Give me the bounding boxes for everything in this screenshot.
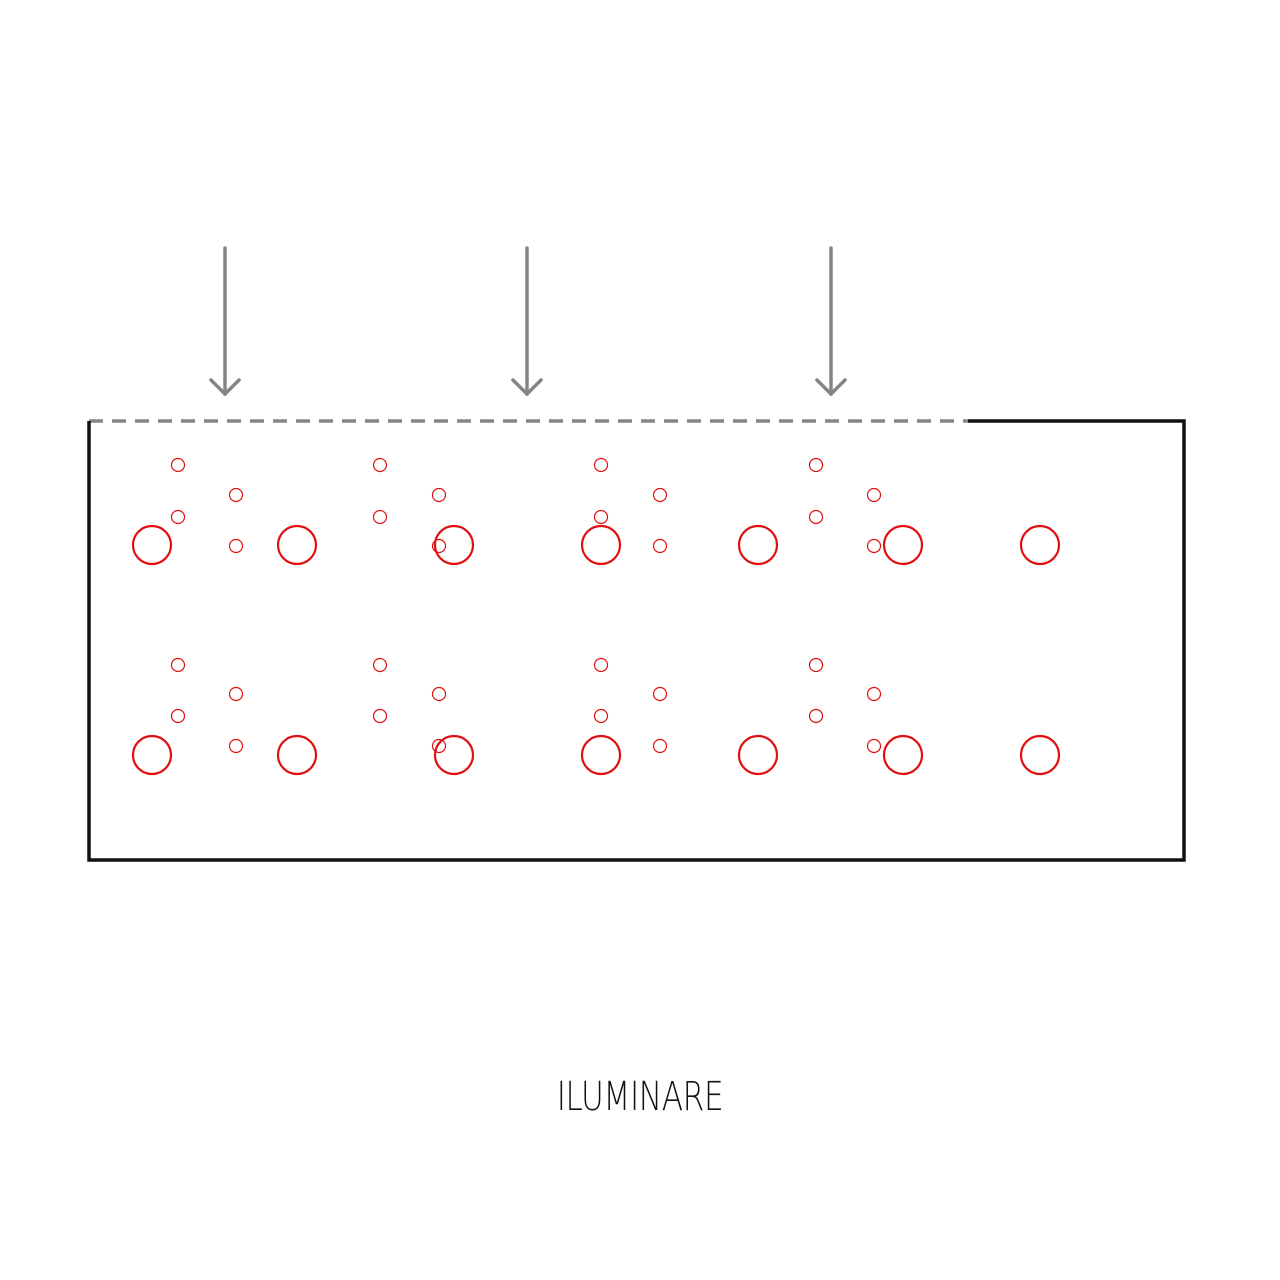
fixture-circle bbox=[652, 738, 668, 754]
column-circle bbox=[882, 734, 924, 776]
fixture-circle bbox=[431, 538, 447, 554]
fixture-circle bbox=[808, 457, 824, 473]
light-arrows bbox=[209, 246, 847, 396]
fixture-circle bbox=[808, 657, 824, 673]
frame-outline bbox=[87, 419, 1186, 862]
fixture-circle bbox=[593, 509, 609, 525]
fixture-circle bbox=[808, 708, 824, 724]
fixture-circle bbox=[170, 708, 186, 724]
fixture-circle bbox=[228, 538, 244, 554]
column-circle bbox=[580, 734, 622, 776]
column-circle bbox=[433, 734, 475, 776]
column-circle bbox=[131, 734, 173, 776]
column-circle bbox=[1019, 734, 1061, 776]
column-circle bbox=[1019, 524, 1061, 566]
column-circle bbox=[276, 524, 318, 566]
fixture-circle bbox=[652, 538, 668, 554]
fixture-circle bbox=[593, 657, 609, 673]
down-arrow-icon bbox=[815, 246, 847, 396]
column-circle bbox=[131, 524, 173, 566]
fixture-circle bbox=[372, 509, 388, 525]
column-circle bbox=[433, 524, 475, 566]
fixture-circle bbox=[431, 487, 447, 503]
fixture-circle bbox=[866, 538, 882, 554]
fixture-circle bbox=[228, 686, 244, 702]
fixture-circle bbox=[866, 738, 882, 754]
column-circle bbox=[737, 524, 779, 566]
fixture-circle bbox=[652, 686, 668, 702]
section-frame bbox=[87, 419, 1186, 862]
column-circle bbox=[737, 734, 779, 776]
fixture-circle bbox=[866, 686, 882, 702]
fixture-circle bbox=[431, 738, 447, 754]
fixture-circle bbox=[170, 657, 186, 673]
diagram-caption: ILUMINARE bbox=[556, 1074, 724, 1120]
fixture-circle bbox=[652, 487, 668, 503]
fixture-circle bbox=[228, 487, 244, 503]
column-circle bbox=[276, 734, 318, 776]
down-arrow-icon bbox=[511, 246, 543, 396]
fixture-circle bbox=[170, 509, 186, 525]
fixture-circle bbox=[808, 509, 824, 525]
fixture-circle bbox=[431, 686, 447, 702]
plan-marks bbox=[131, 457, 1061, 776]
fixture-circle bbox=[170, 457, 186, 473]
fixture-circle bbox=[866, 487, 882, 503]
fixture-circle bbox=[228, 738, 244, 754]
column-circle bbox=[580, 524, 622, 566]
fixture-circle bbox=[372, 657, 388, 673]
fixture-circle bbox=[372, 457, 388, 473]
fixture-circle bbox=[593, 708, 609, 724]
column-circle bbox=[882, 524, 924, 566]
fixture-circle bbox=[372, 708, 388, 724]
down-arrow-icon bbox=[209, 246, 241, 396]
fixture-circle bbox=[593, 457, 609, 473]
